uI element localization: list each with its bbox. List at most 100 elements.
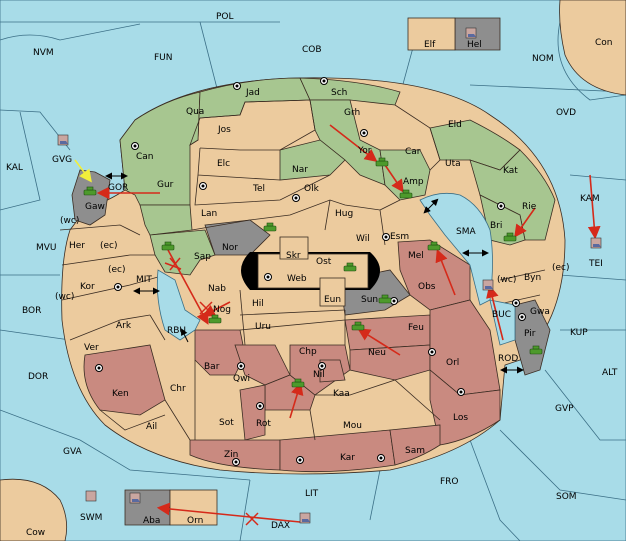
province-skr[interactable] — [279, 236, 309, 260]
label-web: Web — [287, 274, 307, 284]
label-bar: Bar — [204, 362, 220, 372]
label-sot: Sot — [219, 418, 234, 428]
label-tei: TEI — [588, 259, 603, 269]
province-eun[interactable] — [319, 277, 346, 307]
land-labels: Elf Hel Jad Sch Qua Jos Grh Eld Can Elc … — [69, 40, 550, 526]
province-cow[interactable] — [0, 478, 68, 541]
label-nor: Nor — [222, 243, 238, 253]
label-kar: Kar — [340, 453, 355, 463]
province-elf[interactable] — [407, 17, 456, 51]
fleet-aba — [129, 492, 141, 504]
land-borders — [59, 99, 546, 441]
army-sap — [161, 241, 175, 251]
label-cob: COB — [302, 45, 322, 55]
label-qua: Qua — [186, 107, 204, 117]
label-lit: LIT — [305, 489, 319, 499]
label-coast-her-ec: (ec) — [100, 241, 118, 251]
province-con[interactable] — [559, 0, 626, 96]
supply-centers — [95, 77, 526, 466]
label-cow: Cow — [26, 528, 45, 538]
label-amp: Amp — [403, 177, 424, 187]
label-rot: Rot — [256, 419, 271, 429]
label-kup: KUP — [570, 328, 588, 338]
label-feu: Feu — [408, 323, 424, 333]
fleet-buc — [482, 279, 494, 291]
label-gur: Gur — [157, 180, 174, 190]
label-wil: Wil — [356, 234, 370, 244]
label-coast-her-wc: (wc) — [60, 216, 79, 226]
label-gwa: Gwa — [530, 307, 550, 317]
fleet-gvg — [57, 134, 69, 146]
label-kat: Kat — [503, 166, 518, 176]
fleet-hel — [465, 27, 477, 39]
label-uta: Uta — [445, 159, 461, 169]
sea-borders — [0, 21, 626, 541]
label-kaa: Kaa — [333, 389, 350, 399]
label-sma: SMA — [456, 227, 476, 237]
label-eld: Eld — [448, 120, 462, 130]
label-esm: Esm — [390, 232, 409, 242]
label-fun: FUN — [154, 53, 173, 63]
label-hil: Hil — [252, 299, 264, 309]
label-gaw: Gaw — [85, 202, 105, 212]
label-mel: Mel — [408, 251, 424, 261]
army-gaw — [83, 186, 97, 196]
label-swm: SWM — [80, 513, 102, 523]
label-dor: DOR — [28, 372, 48, 382]
label-ark: Ark — [116, 321, 132, 331]
label-coast-byn-ec: (ec) — [552, 263, 570, 273]
label-nog: Nog — [213, 305, 231, 315]
label-mit: MIT — [136, 275, 152, 285]
army-pir — [529, 345, 543, 355]
label-byn: Byn — [524, 273, 541, 283]
label-mou: Mou — [343, 421, 362, 431]
label-gor: GOR — [108, 183, 128, 193]
label-tel: Tel — [252, 184, 265, 194]
label-hel: Hel — [467, 40, 482, 50]
label-olk: Olk — [304, 184, 320, 194]
crossing-arrows — [105, 172, 524, 374]
label-kor: Kor — [80, 282, 95, 292]
label-nvm: NVM — [33, 48, 54, 58]
label-kam: KAM — [580, 194, 600, 204]
army-amp — [399, 189, 413, 199]
fleet-dax — [299, 512, 311, 524]
army-ost — [343, 262, 357, 272]
label-gvg: GVG — [52, 155, 72, 165]
label-alt: ALT — [602, 368, 618, 378]
label-eun: Eun — [324, 295, 341, 305]
army-units — [83, 157, 543, 388]
army-feu — [351, 321, 365, 331]
army-nil — [291, 378, 305, 388]
label-elc: Elc — [217, 159, 230, 169]
label-dax: DAX — [271, 521, 290, 531]
label-ken: Ken — [112, 389, 129, 399]
label-aba: Aba — [143, 516, 160, 526]
label-rod: ROD — [498, 354, 518, 364]
label-con: Con — [595, 38, 613, 48]
label-uru: Uru — [255, 322, 271, 332]
label-hug: Hug — [335, 209, 353, 219]
label-kal: KAL — [6, 163, 23, 173]
label-rie: Rie — [522, 202, 537, 212]
label-ost: Ost — [316, 257, 332, 267]
sea-labels: POL NVM FUN COB NOM Con OVD KAL GVG GOR … — [6, 12, 618, 538]
label-fro: FRO — [440, 477, 459, 487]
label-chr: Chr — [170, 384, 186, 394]
label-buc: BUC — [492, 310, 511, 320]
label-sap: Sap — [194, 252, 211, 262]
army-sun — [378, 294, 392, 304]
order-arrows — [74, 124, 601, 526]
army-mel — [427, 241, 441, 251]
fleet-units — [57, 27, 602, 524]
label-gvp: GVP — [555, 404, 574, 414]
label-elf: Elf — [424, 40, 436, 50]
red-territories — [83, 239, 501, 473]
label-los: Los — [453, 413, 468, 423]
province-orn[interactable] — [169, 489, 218, 526]
label-her: Her — [69, 241, 85, 251]
label-chp: Chp — [299, 347, 317, 357]
label-qwi: Qwi — [233, 374, 250, 384]
label-orl: Orl — [446, 358, 459, 368]
